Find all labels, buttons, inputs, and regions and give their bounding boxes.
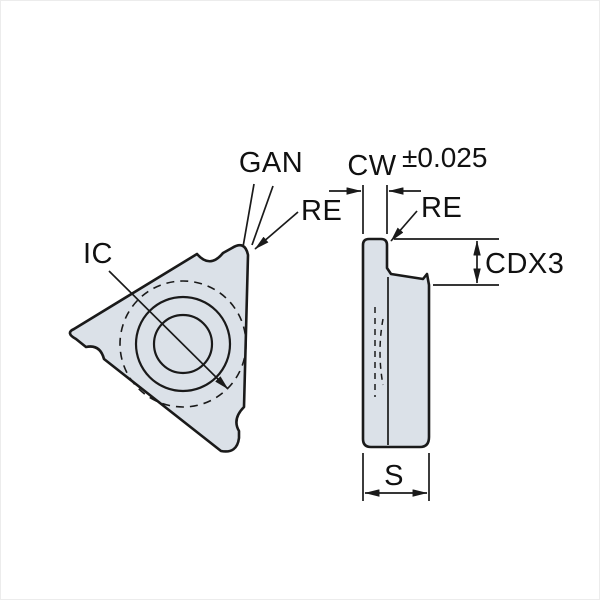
- side-view: CW ±0.025 RE CDX3 S: [329, 142, 564, 501]
- re-side-arrow: [390, 210, 418, 242]
- side-hole-hidden-arc: [379, 318, 384, 386]
- insert-front-outline: [68, 243, 250, 453]
- mounting-hole: [152, 313, 214, 375]
- s-label: S: [384, 460, 404, 492]
- gan-angle-line-1: [242, 183, 255, 248]
- re-front-label: RE: [301, 195, 342, 227]
- gan-angle-line-2: [251, 185, 274, 246]
- re-side-label: RE: [421, 192, 462, 224]
- cw-tolerance-label: ±0.025: [402, 142, 487, 173]
- insert-side-outline: [361, 237, 431, 449]
- ic-leader-arrow: [108, 270, 229, 390]
- gan-label: GAN: [239, 147, 303, 179]
- ic-label: IC: [83, 238, 113, 270]
- front-view: IC GAN RE: [68, 147, 342, 453]
- countersink-circle: [134, 295, 232, 393]
- cdx3-label: CDX3: [485, 248, 564, 280]
- re-front-arrow: [254, 211, 299, 250]
- inscribed-circle-dashed: [119, 280, 247, 408]
- cw-label: CW: [347, 150, 396, 182]
